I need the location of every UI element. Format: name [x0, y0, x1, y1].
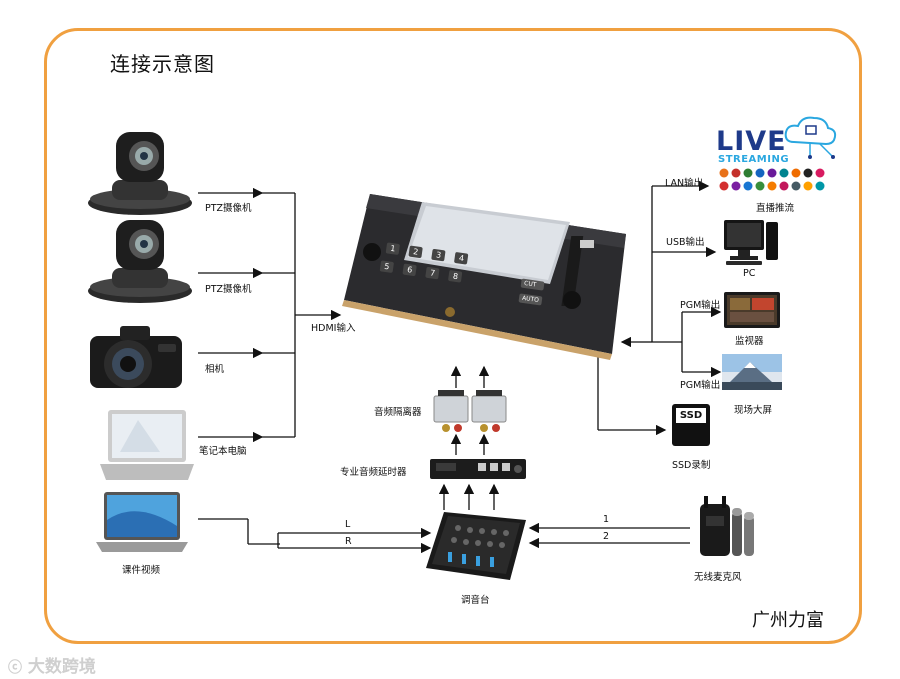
device-key-8[interactable]: 8 — [448, 269, 463, 283]
line-l-label: L — [345, 519, 351, 530]
usb-output-label: USB输出 — [666, 237, 705, 248]
ssd-record-label: SSD录制 — [672, 460, 711, 471]
diagram-frame — [44, 28, 862, 644]
pgm-output-2-label: PGM输出 — [680, 380, 721, 391]
laptop-icon — [100, 410, 194, 480]
monitor-label: 监视器 — [735, 336, 764, 347]
device-key-4[interactable]: 4 — [454, 251, 469, 265]
audio-isolator-label: 音频隔离器 — [374, 407, 422, 418]
lan-output-label: LAN输出 — [665, 178, 704, 189]
ptz-camera-1-icon — [88, 132, 192, 215]
ssd-badge: SSD — [676, 408, 706, 423]
big-screen-label: 现场大屏 — [734, 405, 773, 416]
device-key-7[interactable]: 7 — [425, 266, 440, 280]
mixer-label: 调音台 — [461, 595, 490, 606]
live-logo-text: LIVE — [716, 126, 787, 157]
brand-name: 广州力富 — [752, 610, 824, 631]
device-key-5[interactable]: 5 — [379, 260, 395, 274]
watermark: ⓒ 大数跨境 — [8, 652, 96, 677]
channel-2-label: 2 — [603, 531, 610, 542]
streaming-logo-text: STREAMING — [718, 154, 790, 165]
courseware-label: 课件视频 — [122, 565, 161, 576]
diagram-title: 连接示意图 — [110, 52, 215, 76]
watermark-text: 大数跨境 — [27, 657, 96, 677]
device-key-6[interactable]: 6 — [402, 263, 418, 277]
wireless-mic-label: 无线麦克风 — [694, 572, 742, 583]
ptz-camera-1-label: PTZ摄像机 — [205, 203, 252, 214]
pc-icon — [724, 220, 778, 265]
pc-label: PC — [743, 268, 756, 279]
audio-mixer-icon — [426, 512, 526, 580]
audio-delay-label: 专业音频延时器 — [340, 467, 407, 478]
big-screen-icon — [722, 354, 782, 390]
device-key-1[interactable]: 1 — [385, 242, 401, 256]
cut-button[interactable]: CUT — [520, 278, 545, 291]
ssd-icon: SSD — [672, 404, 710, 446]
social-platform-icons — [719, 168, 825, 191]
laptop-label: 笔记本电脑 — [199, 446, 247, 457]
monitor-icon — [724, 292, 780, 328]
line-r-label: R — [345, 536, 352, 547]
audio-delay-icon — [430, 459, 526, 479]
audio-isolator-icon — [433, 390, 507, 432]
dslr-camera-icon — [90, 326, 182, 388]
ptz-camera-2-label: PTZ摄像机 — [205, 284, 252, 295]
channel-1-label: 1 — [603, 514, 610, 525]
camera-label: 相机 — [205, 364, 225, 375]
video-switcher-device — [342, 194, 626, 360]
hdmi-input-label: HDMI输入 — [311, 323, 356, 334]
ptz-camera-2-icon — [88, 220, 192, 303]
device-key-3[interactable]: 3 — [431, 248, 446, 262]
wireless-mic-icon — [700, 496, 754, 556]
watermark-logo-icon: ⓒ — [8, 660, 22, 676]
live-stream-label: 直播推流 — [756, 203, 795, 214]
device-key-2[interactable]: 2 — [408, 245, 424, 259]
pgm-output-1-label: PGM输出 — [680, 300, 721, 311]
cloud-network-icon — [784, 116, 837, 159]
courseware-laptop-icon — [96, 492, 188, 552]
device-transition-buttons: CUT AUTO — [518, 278, 545, 306]
